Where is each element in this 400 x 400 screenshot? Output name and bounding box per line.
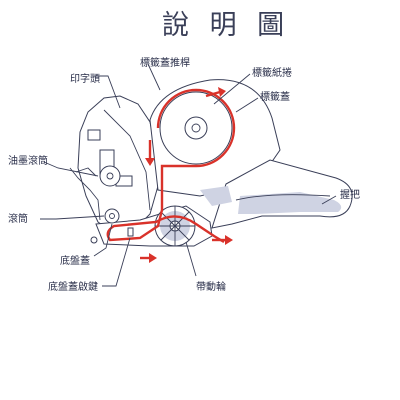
- label-ink-roller: 油墨滾筒: [8, 154, 48, 167]
- handle-shading: [238, 192, 342, 214]
- head-bracket: [69, 167, 101, 221]
- label-base-cover: 底盤蓋: [60, 254, 90, 267]
- leader-printing-head: [92, 75, 121, 109]
- leader-cover-lever: [147, 63, 161, 91]
- leader-roller: [40, 215, 105, 220]
- head-detail-upper: [87, 129, 101, 141]
- label-drive-wheel: 帶動輪: [196, 280, 226, 293]
- label-paper-path: [106, 87, 236, 263]
- leader-label-roll: [213, 73, 251, 105]
- gear-housing-shade: [200, 186, 232, 206]
- label-printing-head: 印字頭: [70, 72, 100, 85]
- leader-ink-roller: [43, 161, 99, 177]
- roller-hub: [109, 213, 115, 219]
- leader-base-cover-release: [102, 237, 131, 287]
- ink-roller-hub: [106, 172, 114, 180]
- arrow-down-head: [145, 158, 155, 166]
- label-base-cover-release: 底盤蓋啟鍵: [48, 280, 98, 293]
- paper-path-roll: [106, 88, 236, 244]
- ink-roller-shape: [99, 165, 121, 187]
- label-roll-core: [184, 116, 208, 140]
- arrow-upper-right-head: [218, 87, 226, 97]
- handle-inner-line: [235, 194, 331, 201]
- label-cover-lever: 標籤蓋推桿: [140, 56, 190, 69]
- label-roller: 滾筒: [8, 212, 28, 225]
- leader-label-cover: [235, 97, 259, 113]
- label-roll-hub: [191, 123, 201, 133]
- drive-wheel-spokes: [155, 206, 195, 246]
- leader-handle: [321, 195, 337, 205]
- arrow-upper-right-line: [205, 90, 221, 98]
- base-pivot: [90, 236, 98, 244]
- roller-shape: [104, 208, 120, 224]
- leader-base-cover: [93, 223, 113, 257]
- leader-drive-wheel: [185, 241, 197, 277]
- head-bracket-2: [75, 167, 97, 177]
- arrow-right-low-head: [149, 253, 157, 263]
- head-edge-line: [103, 109, 151, 211]
- label-label-roll: 標籤紙捲: [252, 66, 292, 79]
- arrow-gear-right-head: [225, 235, 233, 245]
- label-label-cover: 標籤蓋: [260, 90, 290, 103]
- diagram-title: 說 明 圖: [162, 10, 290, 41]
- label-handle: 握把: [340, 188, 360, 201]
- leader-lines: [40, 63, 337, 287]
- base-release-latch: [127, 227, 134, 237]
